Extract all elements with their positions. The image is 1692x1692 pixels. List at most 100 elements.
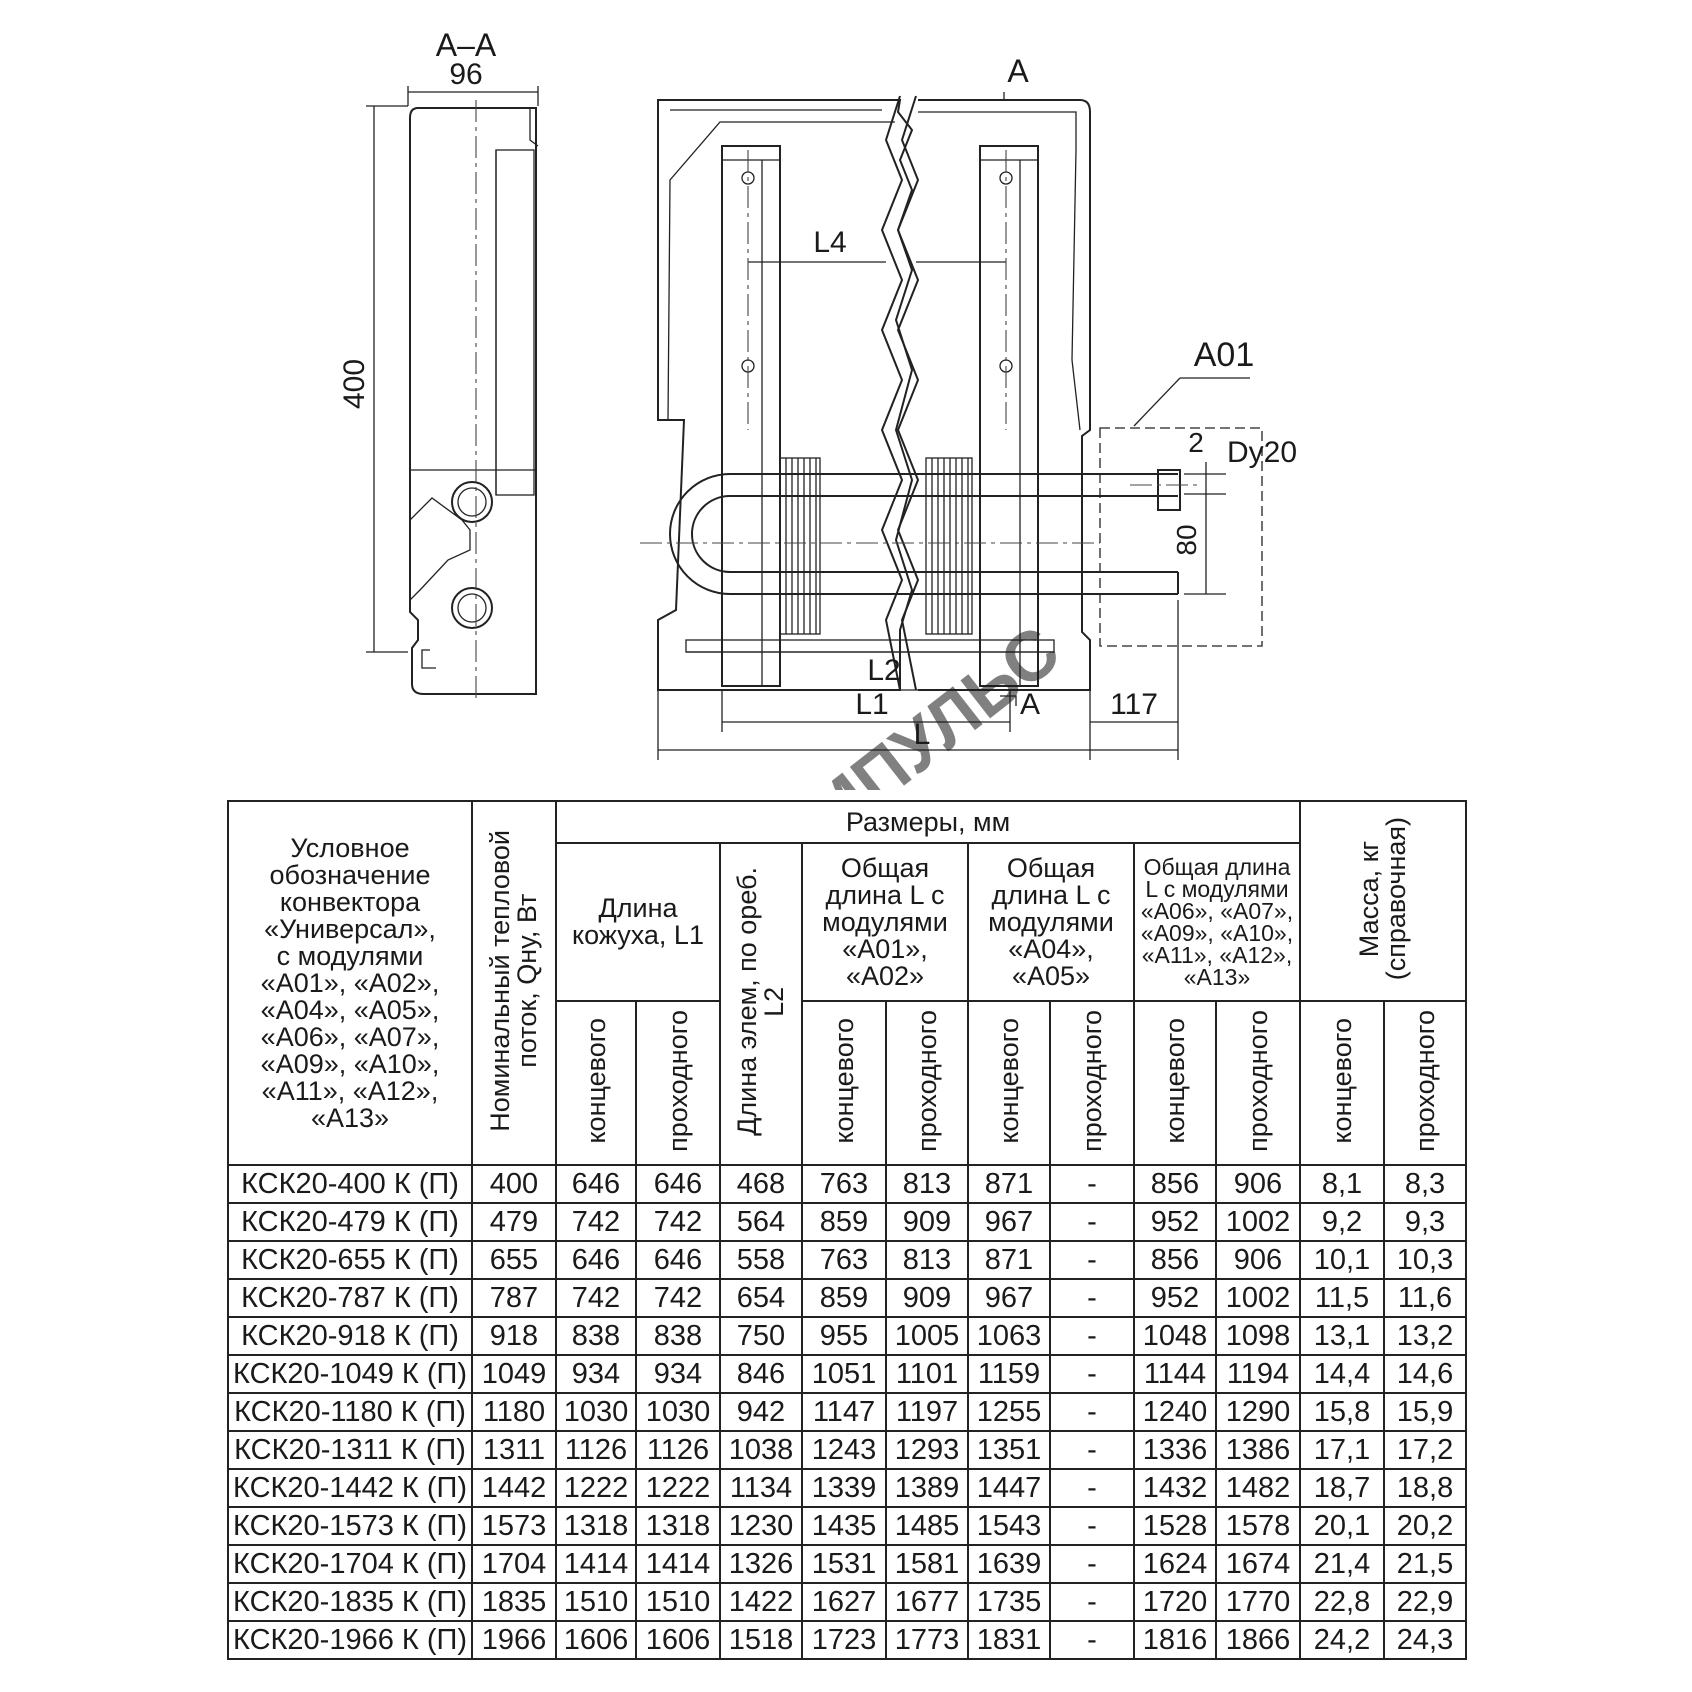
table-cell: 1447 xyxy=(967,1468,1051,1508)
cell-designation: КСК20-1573 К (П) xyxy=(227,1506,473,1546)
table-cell: 8,3 xyxy=(1383,1164,1467,1204)
table-cell: 1318 xyxy=(555,1506,637,1546)
table-cell: 742 xyxy=(555,1278,637,1318)
table-cell: 10,3 xyxy=(1383,1240,1467,1280)
table-cell: 1038 xyxy=(719,1430,803,1470)
cell-designation: КСК20-1704 К (П) xyxy=(227,1544,473,1584)
table-cell: 9,3 xyxy=(1383,1202,1467,1242)
table-cell: 859 xyxy=(801,1202,887,1242)
header-mass: Масса, кг (справочная) xyxy=(1299,800,1467,1002)
dim-117-label: 117 xyxy=(1110,688,1158,721)
table-cell: - xyxy=(1049,1164,1135,1204)
table-cell: 967 xyxy=(967,1202,1051,1242)
technical-drawing: А–А 96 400 А xyxy=(338,27,1297,790)
table-cell: 22,8 xyxy=(1299,1582,1385,1622)
table-cell: 1606 xyxy=(635,1620,721,1660)
table-cell: 952 xyxy=(1133,1278,1217,1318)
table-cell: - xyxy=(1049,1392,1135,1432)
table-cell: 1573 xyxy=(471,1506,557,1546)
table-cell: 1773 xyxy=(885,1620,969,1660)
table-cell: 1531 xyxy=(801,1544,887,1584)
table-cell: 1222 xyxy=(555,1468,637,1508)
table-cell: - xyxy=(1049,1354,1135,1394)
table-cell: 1704 xyxy=(471,1544,557,1584)
table-cell: 1389 xyxy=(885,1468,969,1508)
table-cell: 1126 xyxy=(635,1430,721,1470)
table-cell: 13,1 xyxy=(1299,1316,1385,1356)
table-cell: 17,1 xyxy=(1299,1430,1385,1470)
table-cell: 1435 xyxy=(801,1506,887,1546)
table-cell: - xyxy=(1049,1278,1135,1318)
table-cell: 15,9 xyxy=(1383,1392,1467,1432)
table-cell: 20,1 xyxy=(1299,1506,1385,1546)
table-cell: 1159 xyxy=(967,1354,1051,1394)
header-a01-pass: проходного xyxy=(885,1000,969,1166)
header-a06-end: концевого xyxy=(1133,1000,1217,1166)
table-cell: 856 xyxy=(1133,1240,1217,1280)
table-cell: 1677 xyxy=(885,1582,969,1622)
table-cell: 1318 xyxy=(635,1506,721,1546)
cell-designation: КСК20-918 К (П) xyxy=(227,1316,473,1356)
table-cell: 17,2 xyxy=(1383,1430,1467,1470)
front-view: А L4 xyxy=(640,53,1297,760)
table-cell: 871 xyxy=(967,1240,1051,1280)
dim-width-label: 96 xyxy=(449,58,482,91)
table-cell: 11,5 xyxy=(1299,1278,1385,1318)
cell-designation: КСК20-1835 К (П) xyxy=(227,1582,473,1622)
table-cell: 1311 xyxy=(471,1430,557,1470)
table-cell: - xyxy=(1049,1582,1135,1622)
table-cell: - xyxy=(1049,1202,1135,1242)
cell-designation: КСК20-1442 К (П) xyxy=(227,1468,473,1508)
table-cell: 918 xyxy=(471,1316,557,1356)
table-cell: 1030 xyxy=(635,1392,721,1432)
header-designation: Условное обозначение конвектора «Универс… xyxy=(227,800,473,1166)
table-cell: 1243 xyxy=(801,1430,887,1470)
table-cell: 1339 xyxy=(801,1468,887,1508)
table-cell: 1422 xyxy=(719,1582,803,1622)
table-cell: 24,3 xyxy=(1383,1620,1467,1660)
dim-dy-label: Dy20 xyxy=(1227,436,1297,469)
table-cell: 646 xyxy=(635,1164,721,1204)
table-cell: 1442 xyxy=(471,1468,557,1508)
header-element-length: Длина элем, по ореб. L2 xyxy=(719,842,803,1166)
table-cell: 952 xyxy=(1133,1202,1217,1242)
table-cell: 1639 xyxy=(967,1544,1051,1584)
table-cell: 742 xyxy=(555,1202,637,1242)
table-cell: 906 xyxy=(1215,1164,1301,1204)
table-cell: - xyxy=(1049,1544,1135,1584)
table-cell: 14,6 xyxy=(1383,1354,1467,1394)
cell-designation: КСК20-1180 К (П) xyxy=(227,1392,473,1432)
cell-designation: КСК20-479 К (П) xyxy=(227,1202,473,1242)
table-cell: 1414 xyxy=(635,1544,721,1584)
table-cell: 934 xyxy=(555,1354,637,1394)
table-cell: 1180 xyxy=(471,1392,557,1432)
header-a06-pass: проходного xyxy=(1215,1000,1301,1166)
table-cell: 1048 xyxy=(1133,1316,1217,1356)
table-cell: 1578 xyxy=(1215,1506,1301,1546)
table-cell: 1720 xyxy=(1133,1582,1217,1622)
table-cell: 564 xyxy=(719,1202,803,1242)
cell-designation: КСК20-400 К (П) xyxy=(227,1164,473,1204)
header-a01-end: концевого xyxy=(801,1000,887,1166)
table-cell: 813 xyxy=(885,1164,969,1204)
table-cell: 813 xyxy=(885,1240,969,1280)
module-label: А01 xyxy=(1194,336,1255,374)
cell-designation: КСК20-655 К (П) xyxy=(227,1240,473,1280)
table-cell: 934 xyxy=(635,1354,721,1394)
table-cell: 18,7 xyxy=(1299,1468,1385,1508)
table-cell: 1351 xyxy=(967,1430,1051,1470)
view-marker-label: А xyxy=(1007,53,1029,89)
table-cell: 1336 xyxy=(1133,1430,1217,1470)
table-cell: 21,5 xyxy=(1383,1544,1467,1584)
table-cell: 1290 xyxy=(1215,1392,1301,1432)
table-cell: - xyxy=(1049,1240,1135,1280)
